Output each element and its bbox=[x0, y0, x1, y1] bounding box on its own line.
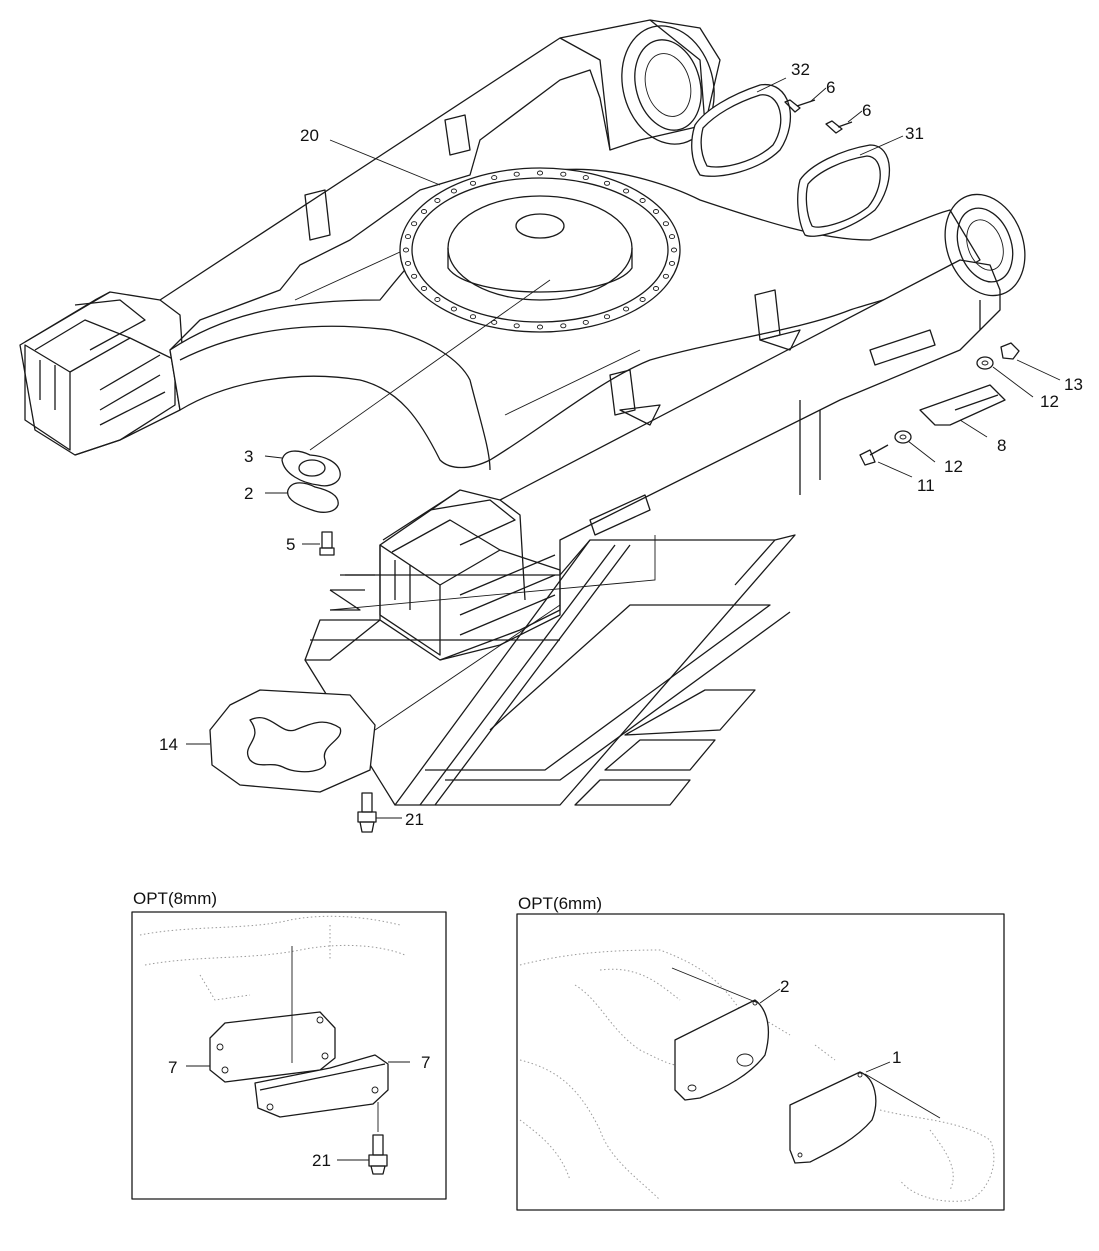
bolt-hole bbox=[662, 273, 669, 279]
callout-6-upper: 6 bbox=[826, 78, 835, 97]
inset-opt-8mm: OPT(8mm) bbox=[131, 889, 447, 1200]
bolt-hole bbox=[450, 306, 457, 312]
bolt-hole bbox=[404, 234, 412, 240]
callout-32: 32 bbox=[791, 60, 810, 79]
bolt-hole bbox=[560, 171, 567, 177]
inset-opt-6mm: OPT(6mm) bbox=[516, 894, 1005, 1211]
inset-frame-8mm bbox=[131, 911, 447, 1200]
callout-4: 3 bbox=[244, 447, 253, 466]
bolt-hole bbox=[513, 323, 520, 329]
part-8-plate bbox=[209, 1011, 336, 1083]
callout-21-inset: 21 bbox=[312, 1151, 331, 1170]
bolt-hole bbox=[450, 188, 457, 194]
bolt-hole bbox=[582, 175, 589, 181]
swing-bearing-ring bbox=[399, 167, 681, 333]
inset-title-8mm: OPT(8mm) bbox=[133, 889, 217, 908]
callout-13: 13 bbox=[1064, 375, 1083, 394]
bolt-hole bbox=[420, 209, 428, 214]
part-2-plate bbox=[674, 999, 769, 1101]
bolt-hole bbox=[536, 170, 544, 176]
bolt-hole bbox=[668, 260, 676, 266]
callout-11: 11 bbox=[917, 476, 935, 495]
bolt-hole bbox=[469, 314, 477, 320]
part-32-gasket bbox=[691, 84, 792, 177]
bolt-hole bbox=[404, 260, 412, 266]
callout-5: 5 bbox=[286, 535, 295, 554]
bolt-hole bbox=[469, 180, 477, 186]
bolt-hole bbox=[670, 247, 678, 253]
callout-3: 2 bbox=[244, 484, 253, 503]
part-1-plate bbox=[789, 1071, 877, 1164]
bolt-hole bbox=[652, 209, 660, 214]
right-side-frame bbox=[379, 259, 1001, 661]
callout-31: 31 bbox=[905, 124, 924, 143]
part-14-cover-plate bbox=[209, 689, 376, 793]
bolt-hole bbox=[536, 324, 544, 330]
bolt-hole bbox=[623, 306, 630, 312]
bolt-hole bbox=[434, 297, 441, 302]
bolt-hole bbox=[668, 234, 676, 240]
inset-frame-6mm bbox=[516, 913, 1005, 1211]
callout-2: 2 bbox=[780, 977, 789, 996]
leader-lines bbox=[186, 77, 1061, 819]
bolt-hole bbox=[402, 247, 410, 253]
bolt-hole bbox=[434, 198, 441, 203]
bolt-hole bbox=[420, 286, 428, 291]
callout-12-upper: 12 bbox=[1040, 392, 1059, 411]
callout-12-lower: 12 bbox=[944, 457, 963, 476]
part-31-gasket bbox=[797, 144, 891, 237]
callout-8: 7 bbox=[168, 1058, 177, 1077]
lower-frame-drawing bbox=[19, 19, 1026, 731]
callout-14: 14 bbox=[159, 735, 178, 754]
callout-1: 1 bbox=[892, 1048, 901, 1067]
callout-labels: 31 32 6 6 20 13 12 8 12 11 3 2 5 14 21 7… bbox=[159, 60, 1083, 1170]
track-guard-chevrons bbox=[304, 534, 796, 806]
bolt-hole bbox=[560, 323, 567, 329]
bolt-hole bbox=[411, 273, 418, 279]
bearing-bolt-holes bbox=[402, 170, 678, 330]
inset-title-6mm: OPT(6mm) bbox=[518, 894, 602, 913]
bolt-hole bbox=[582, 319, 589, 325]
bolt-hole bbox=[491, 175, 498, 181]
bolt-hole bbox=[662, 221, 669, 227]
callout-7: 7 bbox=[421, 1053, 430, 1072]
bolt-hole bbox=[603, 314, 611, 320]
bolt-hole bbox=[652, 286, 660, 291]
callout-20: 20 bbox=[300, 126, 319, 145]
loose-parts bbox=[209, 84, 1020, 833]
bolt-hole bbox=[491, 319, 498, 325]
bolt-hole bbox=[639, 297, 646, 302]
bolt-hole bbox=[603, 180, 611, 186]
callout-6-lower: 6 bbox=[862, 101, 871, 120]
callout-10: 8 bbox=[997, 436, 1006, 455]
callout-21-main: 21 bbox=[405, 810, 424, 829]
bolt-hole bbox=[513, 171, 520, 177]
part-4-plate bbox=[281, 450, 341, 487]
part-3-plate bbox=[287, 482, 339, 513]
bolt-hole bbox=[623, 188, 630, 194]
bolt-hole bbox=[639, 198, 646, 203]
bolt-hole bbox=[411, 221, 418, 227]
